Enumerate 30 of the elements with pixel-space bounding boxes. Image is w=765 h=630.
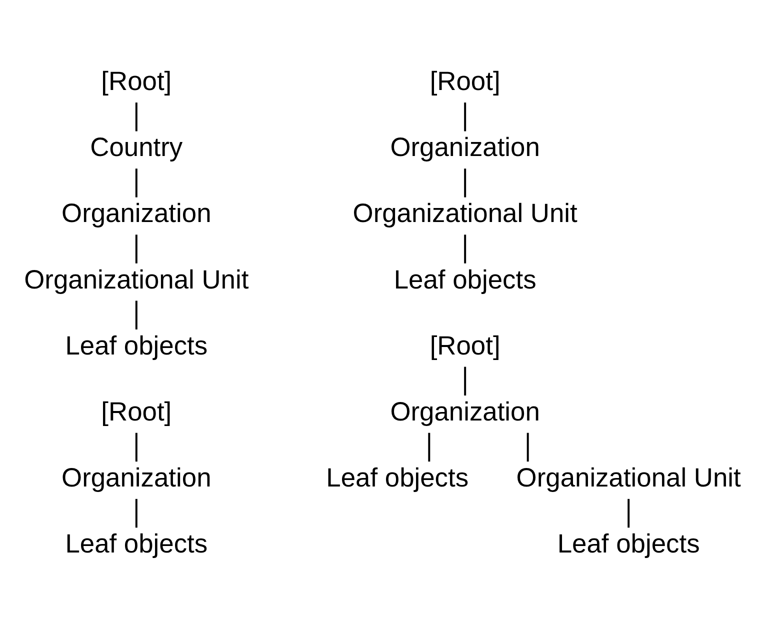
connector xyxy=(464,168,466,198)
node-text: Organizational Unit xyxy=(24,264,249,294)
node-text: Organization xyxy=(390,132,540,162)
connector xyxy=(464,366,466,396)
connector xyxy=(135,498,138,528)
node-text: [Root] xyxy=(430,66,500,96)
node-text: Country xyxy=(90,132,183,162)
connector xyxy=(135,300,138,330)
connector xyxy=(135,432,138,462)
node-text: Organization xyxy=(62,462,212,492)
node-text: Organizational Unit xyxy=(516,462,741,492)
node-text: Leaf objects xyxy=(65,330,208,360)
node-text: Leaf objects xyxy=(557,528,700,558)
connector xyxy=(428,432,430,462)
node-text: Organization xyxy=(390,396,540,426)
connector xyxy=(464,234,466,264)
node-text: Organizational Unit xyxy=(352,198,578,228)
node-text: Leaf objects xyxy=(65,528,208,558)
connector xyxy=(135,234,138,264)
node-text: [Root] xyxy=(101,66,172,96)
connector xyxy=(464,102,466,132)
node-text: Leaf objects xyxy=(326,462,469,492)
connector xyxy=(628,498,630,528)
connector xyxy=(135,168,138,198)
connector xyxy=(135,102,138,132)
node-text: [Root] xyxy=(101,396,172,426)
node-text: [Root] xyxy=(430,330,500,360)
connector xyxy=(526,432,529,462)
node-text: Leaf objects xyxy=(394,264,536,294)
node-text: Organization xyxy=(62,198,212,228)
